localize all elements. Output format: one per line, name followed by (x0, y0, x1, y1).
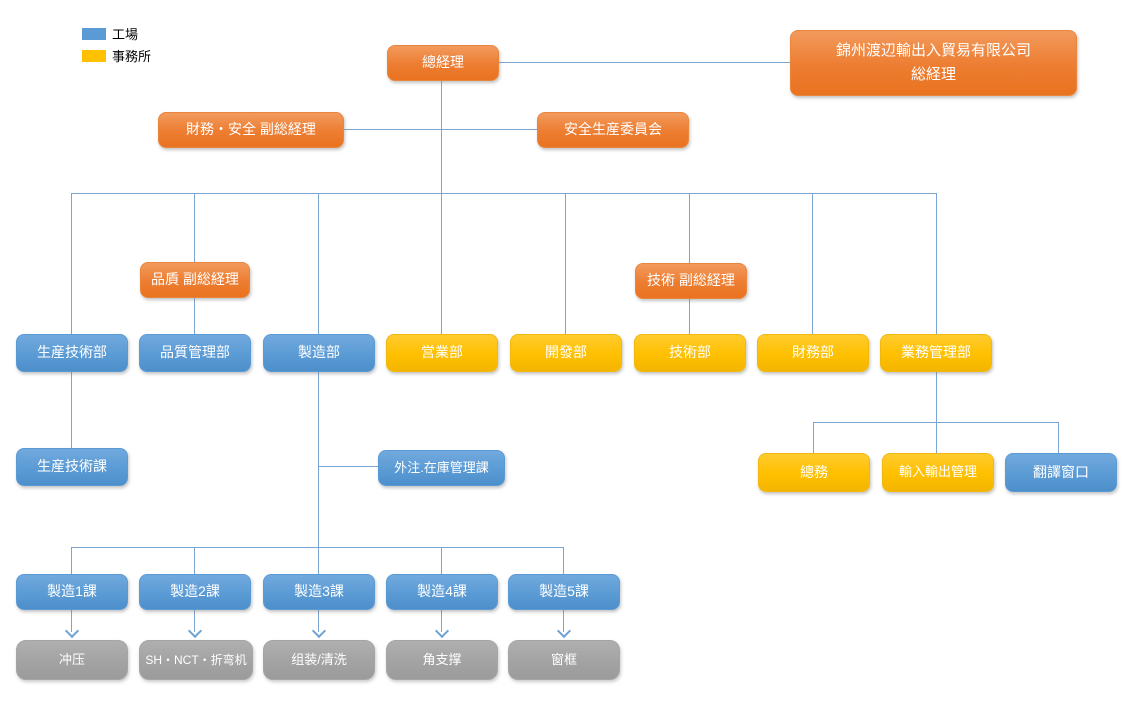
node-dept-technology: 技術部 (634, 334, 746, 372)
node-mfg-section-2: 製造2課 (139, 574, 251, 610)
arrow-line-mfg3 (318, 608, 319, 632)
legend-label-office: 事務所 (112, 49, 152, 64)
drop-mfg3 (318, 547, 319, 574)
main-trunk (71, 193, 936, 194)
node-dept-business-mgmt: 業務管理部 (880, 334, 992, 372)
drop-finance (812, 193, 813, 334)
node-mfg-section-3: 製造3課 (263, 574, 375, 610)
legend-item-office: 事務所 (82, 46, 151, 65)
company-name-line: 錦州渡辺輸出入貿易有限公司 (835, 42, 1031, 59)
node-mfg-section-5: 製造5課 (508, 574, 620, 610)
node-vice-gm-tech: 技術 副総経理 (635, 263, 747, 299)
node-mfg-section-4: 製造4課 (386, 574, 498, 610)
node-process-corner-support: 角支撑 (386, 640, 498, 680)
node-dept-finance: 財務部 (757, 334, 869, 372)
node-sec-import-export: 輸入輸出管理 (882, 453, 994, 492)
factory-color-swatch (82, 27, 106, 40)
node-dept-sales: 営業部 (386, 334, 498, 372)
node-sec-translation: 翻譯窗口 (1005, 453, 1117, 492)
drop-mfg4 (441, 547, 442, 574)
drop-mfg2 (194, 547, 195, 574)
node-dept-quality-mgmt: 品質管理部 (139, 334, 251, 372)
arrow-head-mfg3 (311, 623, 327, 639)
node-vice-gm-quality: 品貭 副総経理 (140, 262, 250, 298)
node-dept-development: 開發部 (510, 334, 622, 372)
drop-general (813, 422, 814, 453)
drop-dev (565, 193, 566, 334)
connector-vicefinance-safety (342, 129, 537, 130)
node-sec-outsource-stock: 外注.在庫管理課 (378, 450, 505, 486)
node-vice-gm-finance-safety: 財務・安全 副総経理 (158, 112, 344, 148)
arrow-head-mfg5 (556, 623, 572, 639)
connector-prodtech-section (71, 370, 72, 448)
arrow-line-mfg5 (563, 608, 564, 632)
drop-mfg1 (71, 547, 72, 574)
connector-gm-trunk (441, 79, 442, 193)
mfg-trunk (71, 547, 563, 548)
node-process-window-frame: 窗框 (508, 640, 620, 680)
arrow-line-mfg2 (194, 608, 195, 632)
connector-outsource (318, 466, 378, 467)
drop-sales (441, 193, 442, 334)
node-mfg-section-1: 製造1課 (16, 574, 128, 610)
connector-gm-company (497, 62, 790, 63)
company-gm-line: 総経理 (910, 66, 956, 83)
node-dept-manufacturing: 製造部 (263, 334, 375, 372)
drop-prod-tech (71, 193, 72, 334)
node-sec-production-tech: 生産技術課 (16, 448, 128, 486)
node-safety-production-committee: 安全生産委員会 (537, 112, 689, 148)
node-process-stamping: 冲压 (16, 640, 128, 680)
node-process-assembly-cleaning: 组装/清洗 (263, 640, 375, 680)
arrow-head-mfg2 (187, 623, 203, 639)
node-process-sh-nct-bending: SH・NCT・折弯机 (139, 640, 253, 680)
drop-import-export (936, 422, 937, 453)
drop-mfg (318, 193, 319, 334)
drop-biz-mgmt (936, 193, 937, 334)
drop-translation (1058, 422, 1059, 453)
legend-item-factory: 工場 (82, 24, 151, 43)
legend-label-factory: 工場 (112, 27, 139, 42)
legend: 工場 事務所 (82, 24, 151, 68)
connector-bizmgmt-down (936, 370, 937, 422)
bizmgmt-trunk (813, 422, 1058, 423)
node-general-manager: 總経理 (387, 45, 499, 81)
node-sec-general-affairs: 總務 (758, 453, 870, 492)
arrow-head-mfg1 (64, 623, 80, 639)
node-company-general-manager: 錦州渡辺輸出入貿易有限公司 総経理 (790, 30, 1077, 96)
arrow-head-mfg4 (434, 623, 450, 639)
connector-mfg-vertical (318, 370, 319, 547)
arrow-line-mfg4 (441, 608, 442, 632)
office-color-swatch (82, 49, 106, 62)
arrow-line-mfg1 (71, 608, 72, 632)
node-dept-production-tech: 生産技術部 (16, 334, 128, 372)
drop-mfg5 (563, 547, 564, 574)
